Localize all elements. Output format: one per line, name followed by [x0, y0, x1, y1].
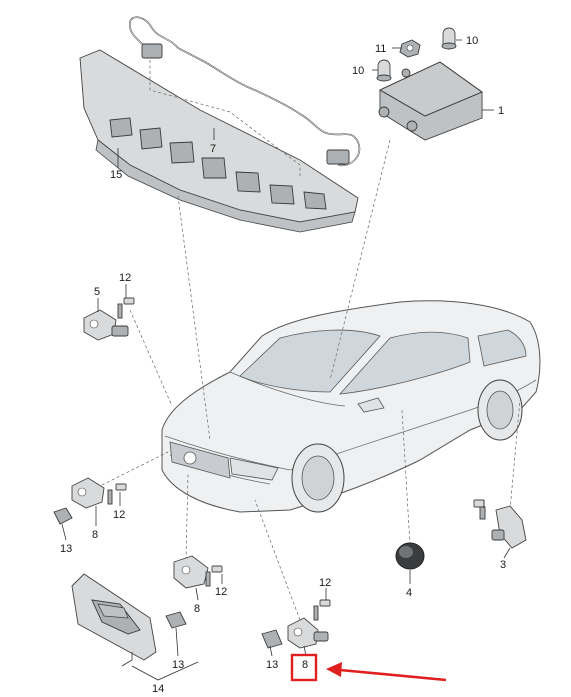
callout-13-c: 13 — [266, 659, 278, 671]
bolt-10-part-a — [441, 27, 457, 50]
highlight-annotation — [290, 653, 447, 682]
highlight-arrow-head — [326, 662, 342, 677]
callout-3: 3 — [500, 559, 506, 571]
callout-4: 4 — [406, 587, 412, 599]
callout-10-left: 10 — [352, 65, 364, 77]
wiring-harness-part — [129, 16, 361, 167]
callout-labels: 1 10 10 11 7 15 5 12 12 12 12 8 8 8 13 1… — [60, 35, 506, 695]
callout-15: 15 — [110, 169, 122, 181]
bolt-12-part-d — [313, 599, 331, 621]
sensor-5-part — [83, 309, 129, 341]
bolt-12-part-c — [205, 565, 223, 587]
callout-8-highlighted: 8 — [302, 659, 308, 671]
clip-13-part-b — [165, 611, 187, 629]
leader-lines — [61, 39, 511, 681]
bolt-10-part-b — [376, 59, 392, 82]
bracket-14-part — [71, 573, 157, 661]
highlight-arrow-shaft — [339, 668, 447, 682]
callout-13-a: 13 — [60, 543, 72, 555]
callout-12-a: 12 — [119, 272, 131, 284]
impact-absorber-part — [79, 49, 359, 233]
callout-5: 5 — [94, 286, 100, 298]
highlight-box — [290, 653, 318, 682]
sensor-8-part-c — [287, 617, 329, 649]
callout-13-b: 13 — [172, 659, 184, 671]
callout-8-a: 8 — [92, 529, 98, 541]
callout-12-c: 12 — [215, 586, 227, 598]
cover-cap-4-part — [395, 542, 425, 570]
sensor-8-part-a — [71, 477, 105, 509]
callout-1: 1 — [498, 105, 504, 117]
reference-lines — [91, 60, 521, 621]
callout-11: 11 — [375, 43, 386, 55]
sensor-8-part-b — [173, 555, 209, 589]
nut-11-part — [399, 39, 421, 58]
callout-7: 7 — [210, 143, 216, 155]
bolt-12-part-e — [473, 499, 486, 520]
sensor-3-part — [491, 505, 527, 549]
bolt-12-part-b — [107, 483, 127, 505]
car-illustration — [161, 300, 541, 513]
callout-14: 14 — [152, 683, 164, 695]
control-unit-part — [378, 61, 483, 141]
callout-10-top: 10 — [466, 35, 478, 47]
clip-13-part-c — [261, 629, 283, 649]
bolt-12-part-a — [117, 297, 135, 319]
clip-13-part-a — [53, 507, 73, 525]
callout-8-b: 8 — [194, 603, 200, 615]
callout-12-d: 12 — [319, 577, 331, 589]
callout-12-b: 12 — [113, 509, 125, 521]
